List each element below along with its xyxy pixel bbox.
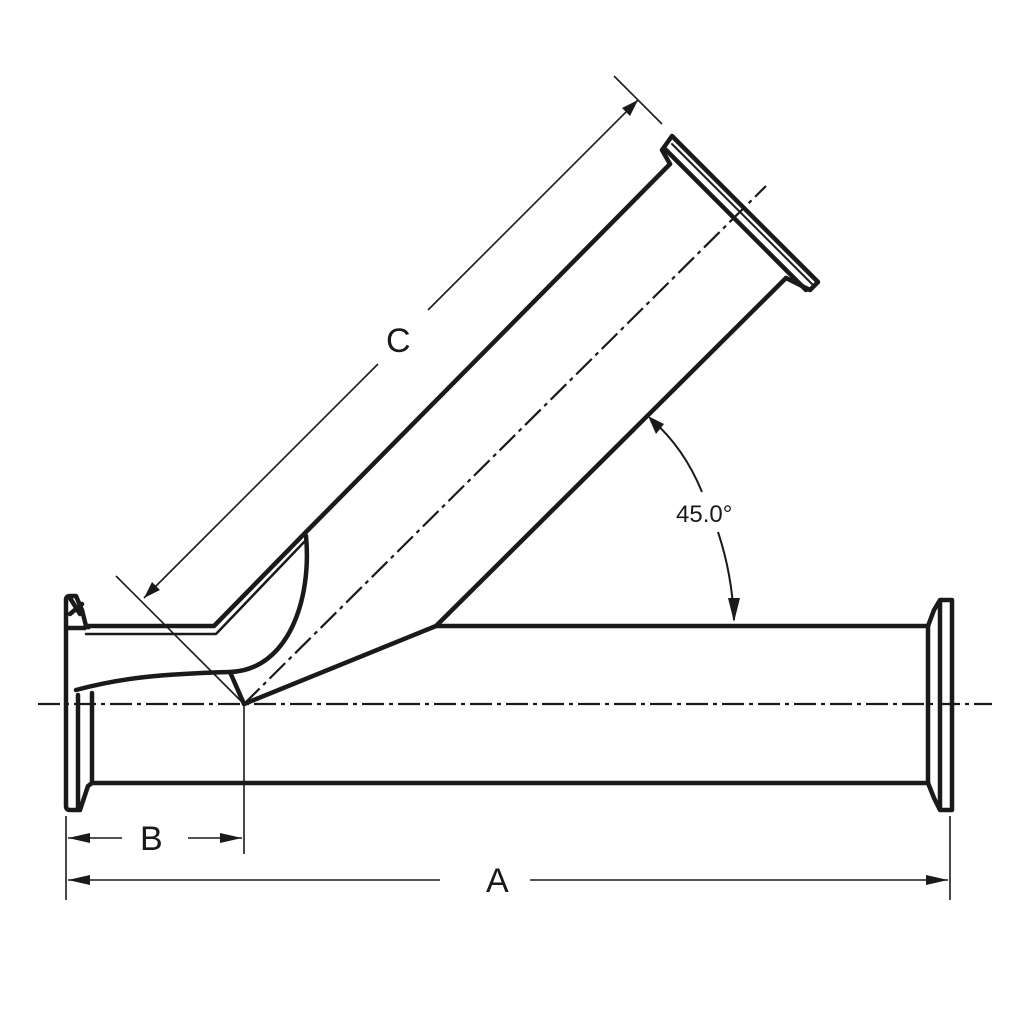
center-lines <box>38 185 992 706</box>
branch-left-wall <box>83 161 673 636</box>
dimension-b: B <box>65 704 245 900</box>
left-ferrule-flange <box>63 593 95 813</box>
main-run-pipe <box>89 623 931 786</box>
dimension-b-label: B <box>140 820 163 858</box>
dimension-a: A <box>68 816 951 900</box>
angle-label: 45.0° <box>676 501 732 528</box>
intersection-curve <box>73 533 439 707</box>
branch-ferrule-flange <box>659 133 821 293</box>
dimension-c: C <box>115 75 663 705</box>
dimension-a-label: A <box>486 862 509 900</box>
dimension-c-label: C <box>386 322 411 360</box>
branch-right-wall <box>433 275 789 629</box>
angle-dimension: 45.0° <box>648 416 740 622</box>
